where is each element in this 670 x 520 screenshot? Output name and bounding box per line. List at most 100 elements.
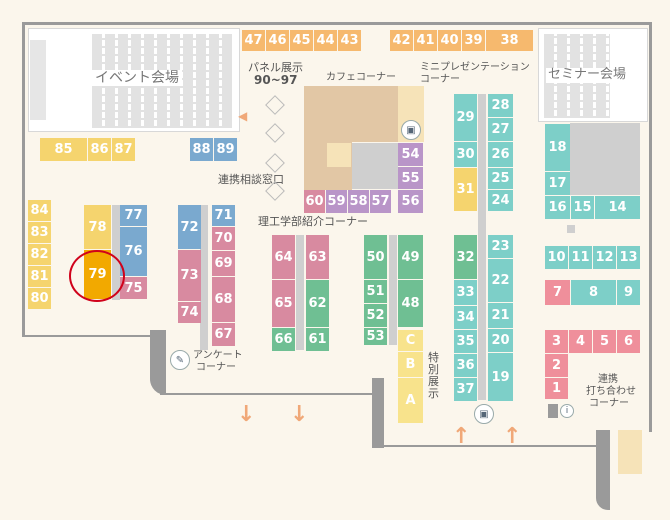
booth-65[interactable]: 65: [272, 280, 295, 327]
booth-4[interactable]: 4: [569, 330, 592, 353]
booth-46[interactable]: 46: [266, 30, 289, 51]
booth-11[interactable]: 11: [569, 246, 592, 269]
booth-45[interactable]: 45: [290, 30, 313, 51]
booth-14[interactable]: 14: [595, 196, 640, 219]
booth-89[interactable]: 89: [214, 138, 237, 161]
booth-80[interactable]: 80: [28, 288, 51, 309]
booth-43[interactable]: 43: [338, 30, 361, 51]
booth-69[interactable]: 69: [212, 251, 235, 276]
info-icon: i: [560, 404, 574, 418]
booth-73[interactable]: 73: [178, 250, 201, 301]
booth-55[interactable]: 55: [398, 167, 423, 189]
booth-64[interactable]: 64: [272, 235, 295, 279]
booth-15[interactable]: 15: [571, 196, 594, 219]
booth-29[interactable]: 29: [454, 94, 477, 141]
booth-72[interactable]: 72: [178, 205, 201, 249]
booth-13[interactable]: 13: [617, 246, 640, 269]
booth-86[interactable]: 86: [88, 138, 111, 161]
meeting-area[interactable]: [618, 430, 642, 474]
booth-76[interactable]: 76: [120, 227, 147, 276]
booth-70[interactable]: 70: [212, 227, 235, 250]
presentation-icon-bottom: ▣: [474, 404, 494, 424]
booth-17[interactable]: 17: [545, 172, 570, 195]
booth-81[interactable]: 81: [28, 266, 51, 287]
booth-75[interactable]: 75: [120, 277, 147, 299]
booth-37[interactable]: 37: [454, 378, 477, 401]
booth-18[interactable]: 18: [545, 124, 570, 171]
booth-67[interactable]: 67: [212, 323, 235, 346]
booth-25[interactable]: 25: [488, 168, 513, 189]
booth-5[interactable]: 5: [593, 330, 616, 353]
booth-27[interactable]: 27: [488, 118, 513, 141]
booth-30[interactable]: 30: [454, 142, 477, 167]
booth-10[interactable]: 10: [545, 246, 568, 269]
booth-22[interactable]: 22: [488, 259, 513, 302]
booth-59[interactable]: 59: [326, 190, 347, 213]
booth-88[interactable]: 88: [190, 138, 213, 161]
booth-26[interactable]: 26: [488, 142, 513, 167]
booth-78[interactable]: 78: [84, 205, 111, 249]
booth-c[interactable]: C: [398, 330, 423, 351]
booth-87[interactable]: 87: [112, 138, 135, 161]
booth-39[interactable]: 39: [462, 30, 485, 51]
booth-32[interactable]: 32: [454, 235, 477, 279]
panel-icon: [265, 95, 285, 115]
consult-desk[interactable]: [327, 143, 351, 167]
booth-52[interactable]: 52: [364, 304, 387, 327]
booth-9[interactable]: 9: [617, 280, 640, 305]
booth-24[interactable]: 24: [488, 190, 513, 211]
booth-85[interactable]: 85: [40, 138, 87, 161]
booth-23[interactable]: 23: [488, 235, 513, 258]
booth-34[interactable]: 34: [454, 306, 477, 329]
booth-48[interactable]: 48: [398, 280, 423, 327]
booth-2[interactable]: 2: [545, 354, 568, 377]
booth-35[interactable]: 35: [454, 330, 477, 353]
booth-28[interactable]: 28: [488, 94, 513, 117]
booth-54[interactable]: 54: [398, 143, 423, 166]
booth-77[interactable]: 77: [120, 205, 147, 226]
booth-56[interactable]: 56: [398, 190, 423, 213]
booth-36[interactable]: 36: [454, 354, 477, 377]
booth-50[interactable]: 50: [364, 235, 387, 279]
booth-42[interactable]: 42: [390, 30, 413, 51]
booth-82[interactable]: 82: [28, 244, 51, 265]
booth-83[interactable]: 83: [28, 222, 51, 243]
booth-6[interactable]: 6: [617, 330, 640, 353]
booth-68[interactable]: 68: [212, 277, 235, 322]
booth-66[interactable]: 66: [272, 328, 295, 351]
booth-53[interactable]: 53: [364, 328, 387, 345]
booth-62[interactable]: 62: [306, 280, 329, 327]
booth-3[interactable]: 3: [545, 330, 568, 353]
wall-left: [22, 22, 25, 337]
booth-16[interactable]: 16: [545, 196, 570, 219]
booth-8[interactable]: 8: [571, 280, 616, 305]
booth-31[interactable]: 31: [454, 168, 477, 211]
booth-57[interactable]: 57: [370, 190, 391, 213]
booth-49[interactable]: 49: [398, 235, 423, 279]
booth-21[interactable]: 21: [488, 303, 513, 328]
booth-44[interactable]: 44: [314, 30, 337, 51]
booth-1[interactable]: 1: [545, 378, 568, 399]
booth-74[interactable]: 74: [178, 302, 201, 323]
booth-38[interactable]: 38: [486, 30, 533, 51]
booth-a[interactable]: A: [398, 378, 423, 423]
booth-33[interactable]: 33: [454, 280, 477, 305]
booth-84[interactable]: 84: [28, 200, 51, 221]
booth-40[interactable]: 40: [438, 30, 461, 51]
booth-47[interactable]: 47: [242, 30, 265, 51]
booth-51[interactable]: 51: [364, 280, 387, 303]
cafe-area[interactable]: [304, 86, 398, 142]
booth-19[interactable]: 19: [488, 353, 513, 401]
panel-icon: [265, 153, 285, 173]
booth-b[interactable]: B: [398, 352, 423, 377]
booth-12[interactable]: 12: [593, 246, 616, 269]
booth-61[interactable]: 61: [306, 328, 329, 351]
booth-58[interactable]: 58: [348, 190, 369, 213]
booth-60[interactable]: 60: [304, 190, 325, 213]
booth-63[interactable]: 63: [306, 235, 329, 279]
booth-7[interactable]: 7: [545, 280, 570, 305]
booth-41[interactable]: 41: [414, 30, 437, 51]
booth-71[interactable]: 71: [212, 205, 235, 226]
grey-block-cafe: [352, 143, 398, 189]
booth-20[interactable]: 20: [488, 329, 513, 352]
